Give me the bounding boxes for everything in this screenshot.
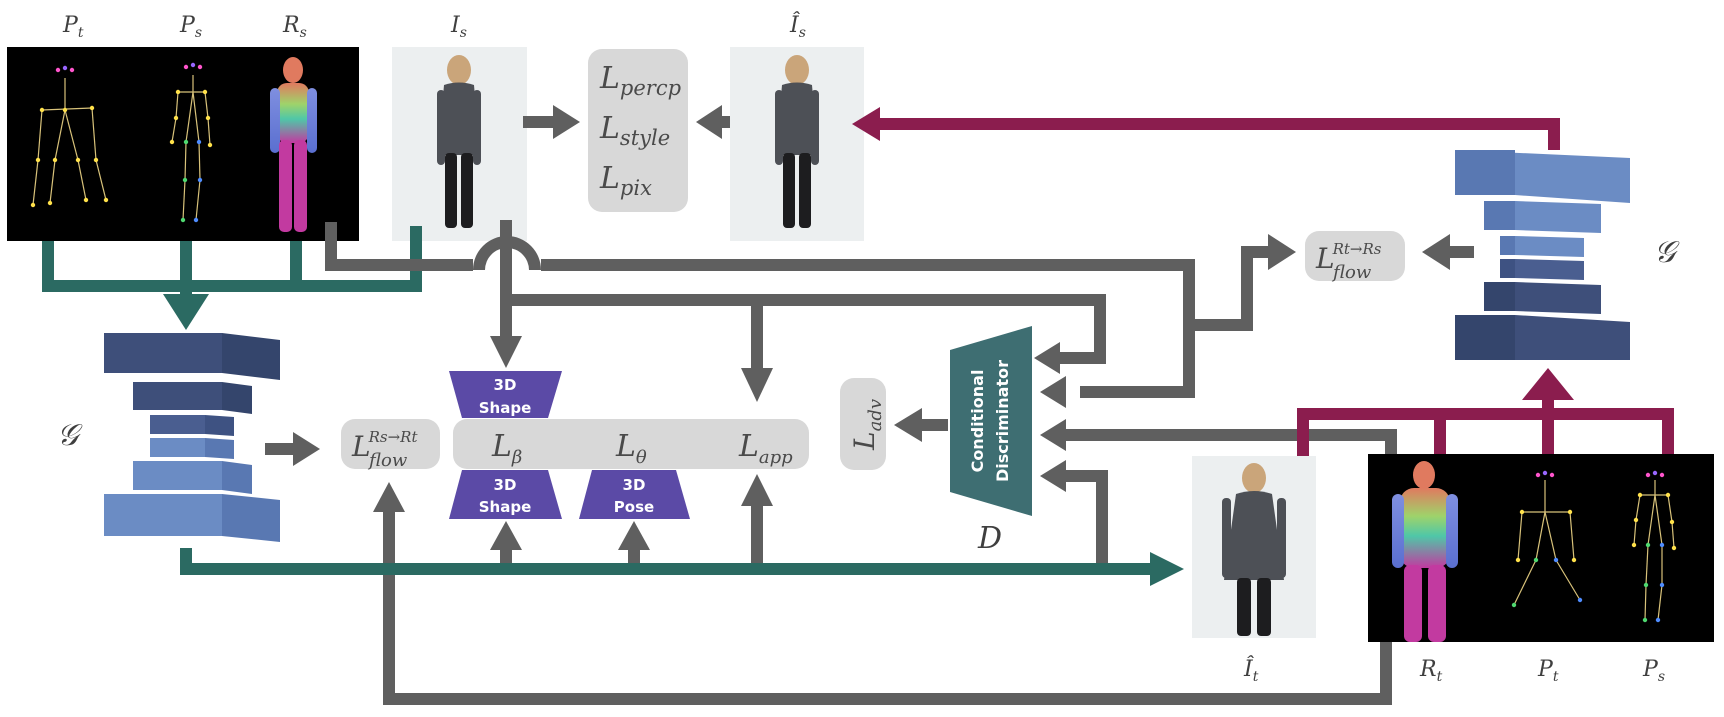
top-left-input-panel [7, 47, 359, 241]
middle-loss-bar [453, 419, 809, 469]
arrow-generator-to-ishat [852, 107, 1560, 150]
label-rt-bottom: Rt [1419, 657, 1443, 685]
right-generator-network [1455, 150, 1630, 360]
loss-app: Lapp [738, 429, 793, 468]
pose-skeleton-ps-image [171, 75, 211, 221]
maroon-input-bracket [1297, 368, 1674, 468]
svg-text:Discriminator: Discriminator [993, 360, 1012, 482]
svg-text:Conditional: Conditional [968, 370, 987, 473]
discriminator-label: D [977, 521, 1002, 556]
svg-text:Shape: Shape [479, 399, 532, 417]
flow-loss-box-rs-rt [341, 419, 440, 469]
svg-text:Pose: Pose [614, 498, 654, 516]
pose-block: 3D Pose [579, 470, 690, 519]
reconstructed-image-is-hat [730, 47, 864, 241]
loss-style: Lstyle [599, 111, 670, 150]
arrow-generator-to-it-hat [180, 548, 1184, 586]
reconstruction-loss-box [588, 49, 688, 212]
loss-flow-rt-rs: LRt→Rs [1315, 240, 1382, 275]
label-it-hat: Ît [1243, 655, 1259, 685]
arrow-is-to-loss [523, 105, 580, 139]
pose-skeleton-pt-image [32, 78, 107, 206]
flow-loss-box-rt-rs [1305, 231, 1405, 281]
svg-text:3D: 3D [623, 476, 646, 494]
loss-pix: Lpix [599, 161, 652, 200]
left-generator-network [104, 333, 280, 542]
generated-image-it-hat [1192, 456, 1316, 638]
label-ps-bottom: Ps [1642, 657, 1665, 685]
loss-flow-rt-rs-sub: flow [1331, 262, 1372, 283]
shape-block-bottom: 3D Shape [449, 470, 562, 519]
svg-text:3D: 3D [494, 376, 517, 394]
dense-pose-rs-image [270, 57, 317, 232]
loss-percp: Lpercp [599, 61, 681, 100]
adv-loss-box [840, 378, 886, 470]
loss-beta: Lβ [491, 429, 522, 468]
label-pt-bottom: Pt [1537, 657, 1559, 685]
loss-adv: Ladv [848, 399, 886, 451]
loss-flow-rs-rt-sub: flow [367, 450, 408, 471]
bottom-right-input-panel [1368, 454, 1714, 642]
teal-input-bracket [42, 226, 422, 330]
right-generator-label: 𝒢 [1654, 235, 1680, 270]
arrow-generator-to-flow-loss [265, 432, 320, 466]
label-ps-top: Ps [179, 13, 202, 41]
gray-connection-lines [325, 220, 1474, 705]
label-is-hat: Îs [789, 11, 806, 41]
source-image-is [392, 47, 527, 241]
loss-flow-rs-rt: LRs→Rt [351, 428, 418, 463]
label-is: Is [450, 13, 467, 41]
loss-theta: Lθ [615, 429, 647, 468]
svg-text:Shape: Shape [479, 498, 532, 516]
left-generator-label: 𝒢 [57, 418, 83, 453]
svg-text:3D: 3D [494, 476, 517, 494]
conditional-discriminator: Conditional Discriminator [950, 326, 1032, 516]
shape-block-top: 3D Shape [449, 371, 562, 418]
label-rs-top: Rs [282, 13, 307, 41]
label-pt-top: Pt [62, 13, 84, 41]
